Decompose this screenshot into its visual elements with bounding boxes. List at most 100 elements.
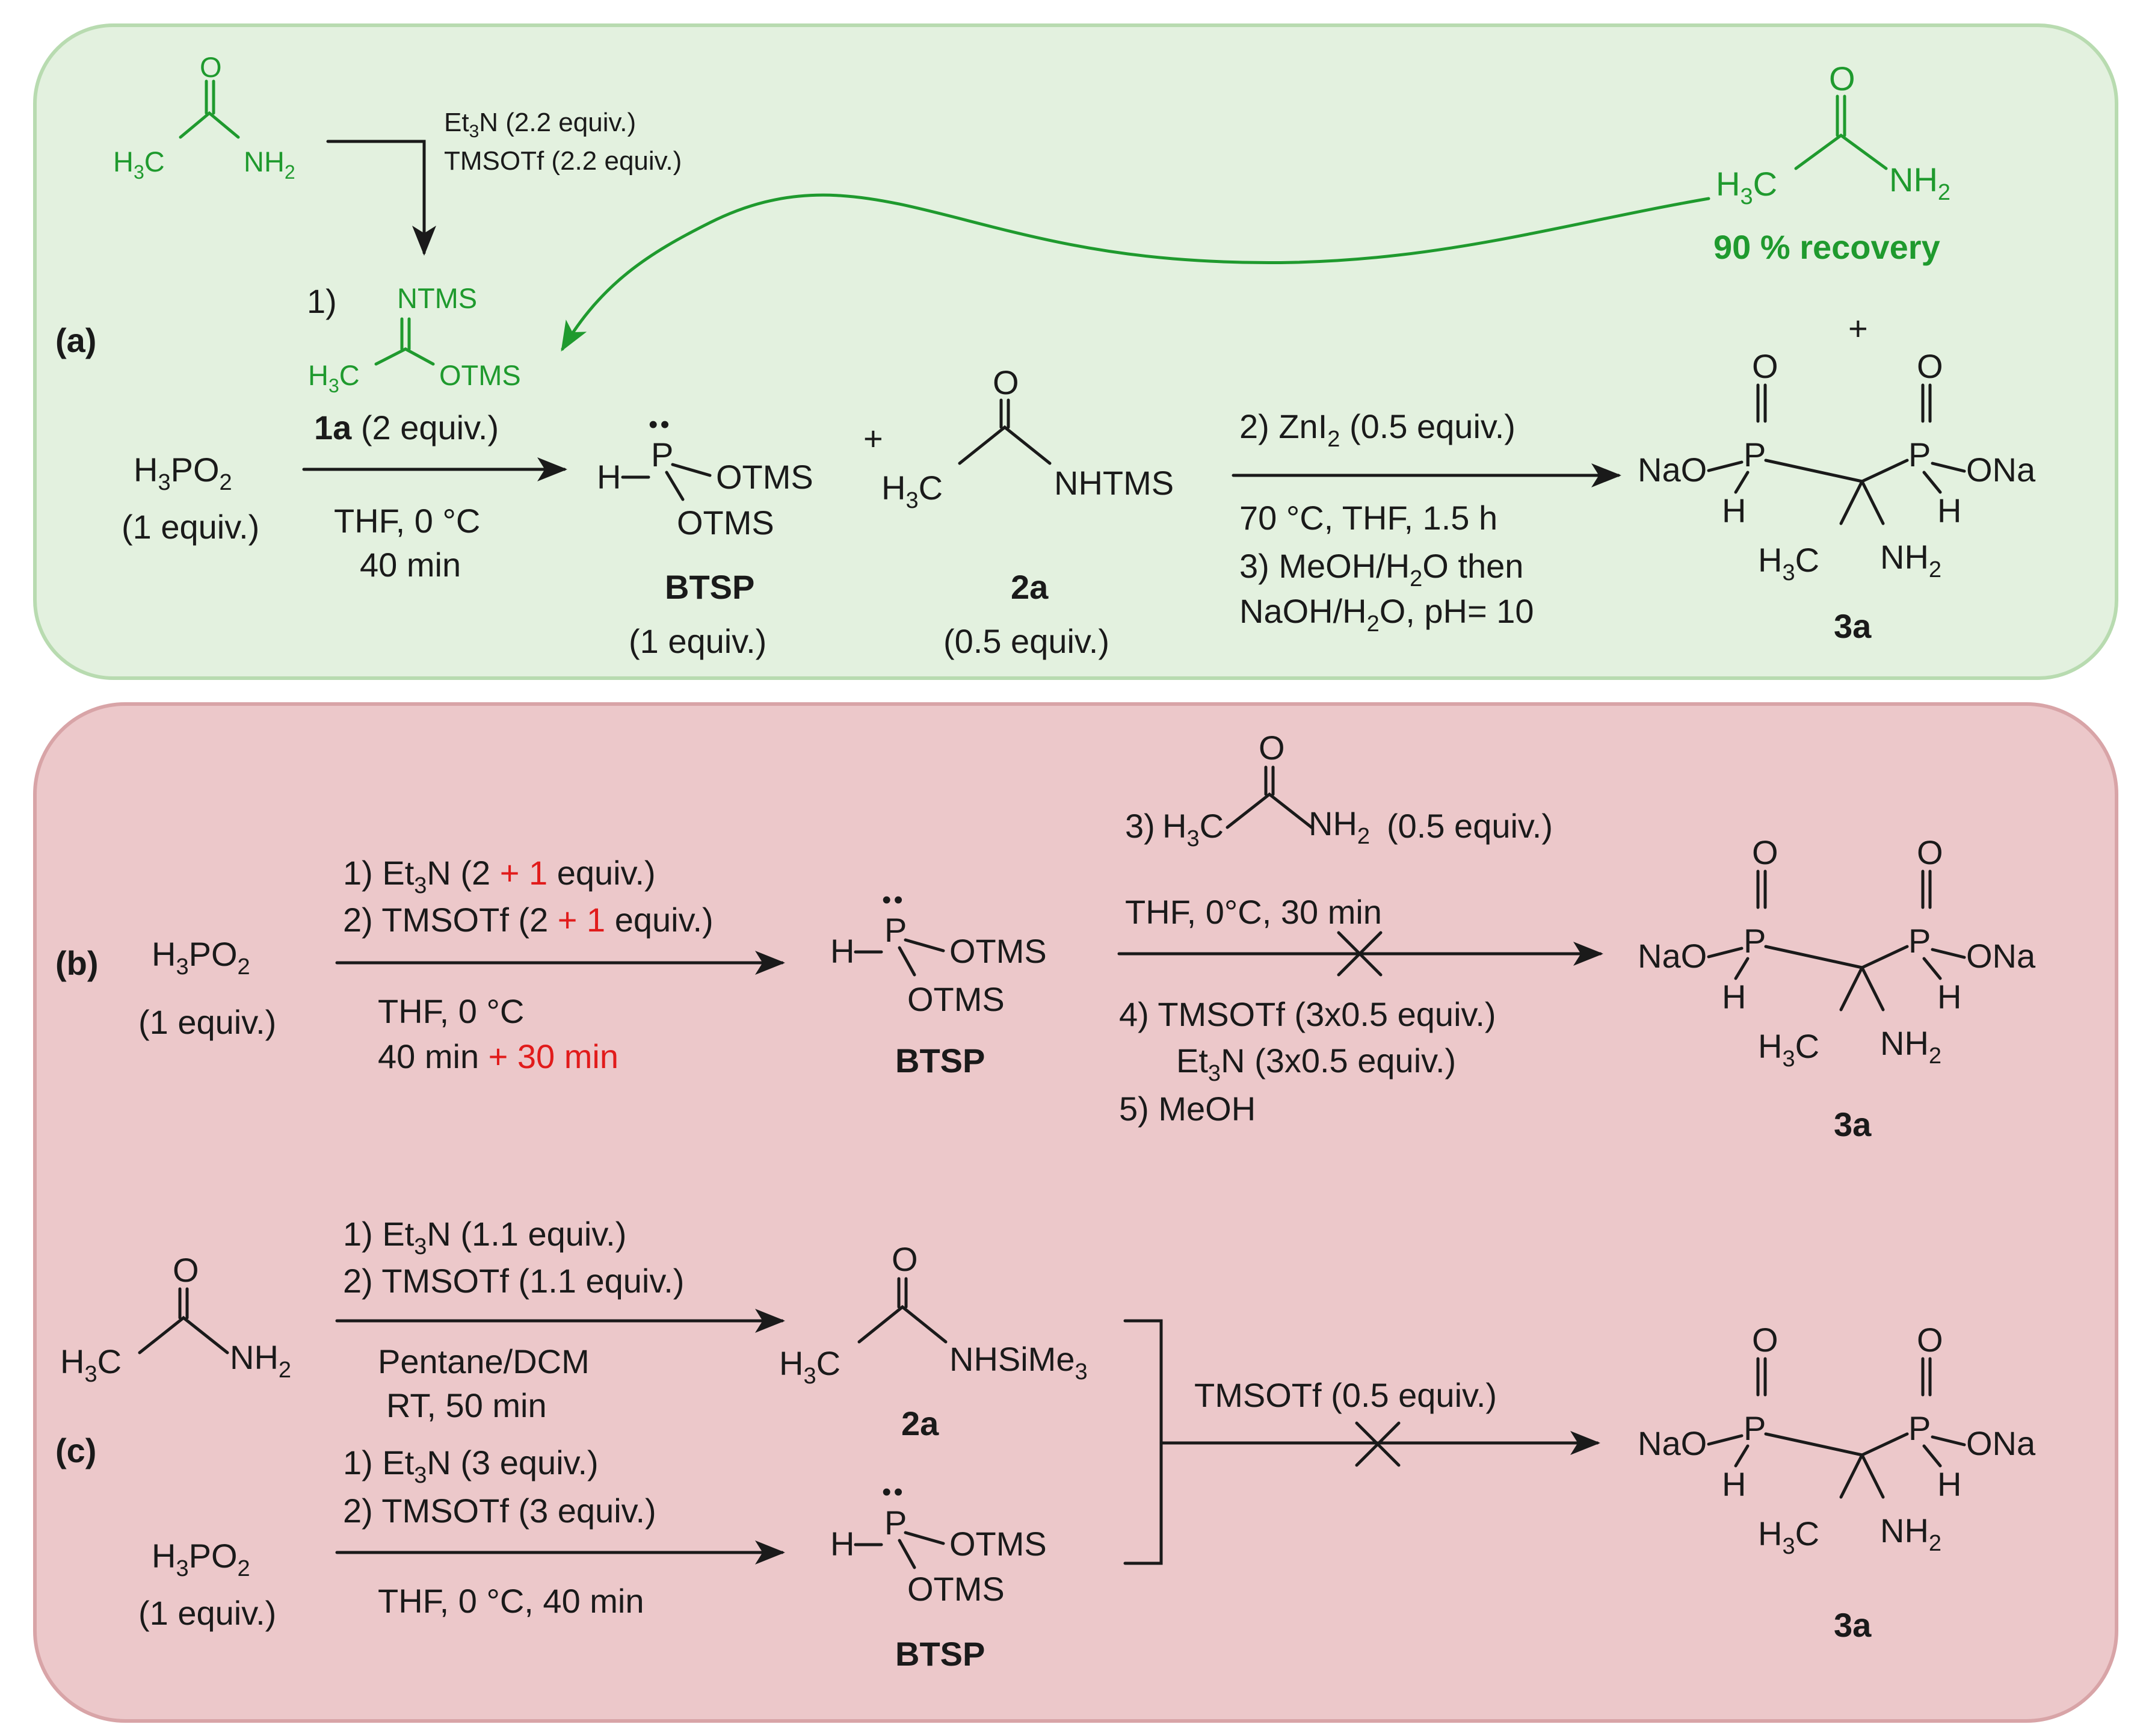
panel-c-label: (c) — [55, 1432, 96, 1469]
panel-b-step-4b: Et3N (3x0.5 equiv.) — [1176, 1042, 1456, 1086]
svg-text:NH2: NH2 — [1880, 538, 1941, 582]
svg-text:O: O — [173, 1251, 199, 1289]
svg-text:ONa: ONa — [1966, 451, 2036, 489]
svg-text:H3C: H3C — [1758, 1027, 1819, 1072]
btsp-intermediate: H P •• OTMS OTMS — [597, 410, 813, 542]
panel-a: (a) O H3C NH2 Et3N (2.2 equiv.) TMSOTf (… — [55, 51, 2036, 660]
svg-text:H: H — [830, 1525, 854, 1563]
panel-c-combined-reagent: TMSOTf (0.5 equiv.) — [1194, 1376, 1497, 1414]
svg-text:P: P — [884, 911, 907, 949]
h3po2-equiv: (1 equiv.) — [122, 508, 259, 546]
panel-b-step-3-equiv: (0.5 equiv.) — [1387, 807, 1553, 845]
svg-text:NHTMS: NHTMS — [1054, 464, 1174, 502]
panel-a-background — [33, 23, 2118, 680]
svg-text:H: H — [1937, 492, 1961, 530]
acetamide-reactant-green: O H3C NH2 — [113, 51, 295, 183]
svg-text:H: H — [1937, 978, 1961, 1016]
svg-text:H: H — [830, 932, 854, 970]
svg-text:O: O — [1917, 1321, 1943, 1359]
step-3-condition-1: 3) MeOH/H2O then — [1239, 547, 1523, 592]
recovery-recycle-arrow — [561, 193, 1710, 352]
plus-sign-a2: + — [1848, 309, 1868, 347]
h3po2-b-equiv: (1 equiv.) — [138, 1003, 276, 1041]
btsp-c-name: BTSP — [895, 1635, 985, 1673]
panel-c-reagent-1: 1) Et3N (1.1 equiv.) — [343, 1215, 626, 1259]
svg-text:H3C: H3C — [1716, 165, 1777, 209]
step-1-condition-1: THF, 0 °C — [334, 502, 480, 540]
panel-b-step-4: 4) TMSOTf (3x0.5 equiv.) — [1119, 995, 1496, 1033]
panel-c-reagent-3: 1) Et3N (3 equiv.) — [343, 1444, 599, 1488]
product-3a-a-name: 3a — [1834, 607, 1872, 645]
panel-c-condition-3: THF, 0 °C, 40 min — [378, 1582, 644, 1620]
step-2-reagent: 2) ZnI2 (0.5 equiv.) — [1239, 407, 1516, 452]
panel-b-condition-1: THF, 0 °C — [378, 992, 524, 1030]
plus-sign-a1: + — [863, 419, 883, 457]
svg-text:H3C: H3C — [60, 1342, 122, 1387]
panel-b-step-3-number: 3) — [1125, 807, 1155, 845]
panel-c-condition-1: Pentane/DCM — [378, 1342, 590, 1380]
step-1-condition-2: 40 min — [360, 546, 461, 584]
panel-c-condition-2: RT, 50 min — [386, 1386, 547, 1424]
svg-text:O: O — [1259, 729, 1285, 767]
svg-text:H3C: H3C — [1162, 807, 1224, 851]
svg-text:OTMS: OTMS — [949, 1525, 1047, 1563]
svg-text:OTMS: OTMS — [949, 932, 1047, 970]
svg-text:H3C: H3C — [881, 469, 943, 513]
amide-2a-c-name: 2a — [901, 1404, 939, 1442]
reagent-1a-label: 1a (2 equiv.) — [314, 409, 499, 446]
silylation-reagent-1: Et3N (2.2 equiv.) — [444, 108, 636, 141]
panel-c: (c) O H3C NH2 1) Et3N (1.1 equiv.) 2) TM… — [55, 1215, 2036, 1673]
svg-text:ONa: ONa — [1966, 937, 2036, 975]
product-3a-b-name: 3a — [1834, 1105, 1872, 1143]
panel-b-failed-cross-2 — [1337, 931, 1383, 977]
svg-text:ONa: ONa — [1966, 1424, 2036, 1462]
svg-text:O: O — [1752, 833, 1778, 871]
svg-text:H: H — [597, 458, 621, 496]
panel-b-reagent-2: 2) TMSOTf (2 + 1 equiv.) — [343, 901, 714, 939]
panel-c-failed-cross-2 — [1355, 1421, 1401, 1467]
panel-c-reagent-2: 2) TMSOTf (1.1 equiv.) — [343, 1262, 684, 1300]
svg-text:NH2: NH2 — [1889, 161, 1950, 205]
product-3a-c-name: 3a — [1834, 1606, 1872, 1644]
silylation-arrow — [326, 140, 436, 256]
step-1-number: 1) — [307, 282, 337, 320]
product-3a-b: NaO P O H P O ONa H H3C NH2 — [1638, 833, 2036, 1072]
svg-text:P: P — [1908, 436, 1931, 474]
svg-text:OTMS: OTMS — [439, 359, 521, 391]
svg-text:O: O — [993, 363, 1019, 401]
amide-2a-c: O H3C NHSiMe3 — [779, 1240, 1088, 1389]
svg-text:O: O — [1752, 1321, 1778, 1359]
panel-b-condition-2: 40 min + 30 min — [378, 1037, 618, 1075]
svg-text:P: P — [1908, 922, 1931, 960]
svg-text:OTMS: OTMS — [716, 458, 813, 496]
svg-text:H: H — [1722, 978, 1746, 1016]
svg-text:NH2: NH2 — [1309, 805, 1370, 849]
h3po2-c: H3PO2 — [152, 1537, 250, 1581]
svg-text:P: P — [1744, 1409, 1766, 1447]
acetamide-c: O H3C NH2 — [60, 1251, 291, 1387]
panel-b-label: (b) — [55, 944, 99, 982]
svg-text:H: H — [1937, 1465, 1961, 1503]
svg-text:P: P — [1908, 1409, 1931, 1447]
btsp-b-name: BTSP — [895, 1042, 985, 1080]
h3po2-reactant: H3PO2 — [134, 451, 232, 495]
panel-b: (b) H3PO2 (1 equiv.) 1) Et3N (2 + 1 equi… — [55, 729, 2036, 1143]
btsp-b: H P •• OTMS OTMS — [830, 885, 1047, 1018]
svg-text:OTMS: OTMS — [907, 980, 1005, 1018]
svg-text:H: H — [1722, 1465, 1746, 1503]
svg-text:H3C: H3C — [308, 359, 360, 397]
h3po2-b: H3PO2 — [152, 935, 250, 980]
acetamide-b: O H3C NH2 — [1162, 729, 1370, 851]
svg-text:O: O — [200, 51, 222, 83]
svg-text:NHSiMe3: NHSiMe3 — [949, 1340, 1088, 1385]
svg-text:O: O — [1917, 833, 1943, 871]
h3po2-c-equiv: (1 equiv.) — [138, 1594, 276, 1632]
silylation-reagent-2: TMSOTf (2.2 equiv.) — [444, 146, 682, 176]
silyl-imidate-1a: NTMS H3C OTMS — [308, 282, 521, 397]
svg-text:NaO: NaO — [1638, 451, 1707, 489]
svg-text:H3C: H3C — [779, 1344, 840, 1389]
svg-text:P: P — [1744, 922, 1766, 960]
svg-text:••: •• — [882, 885, 905, 915]
btsp-name: BTSP — [665, 568, 754, 606]
